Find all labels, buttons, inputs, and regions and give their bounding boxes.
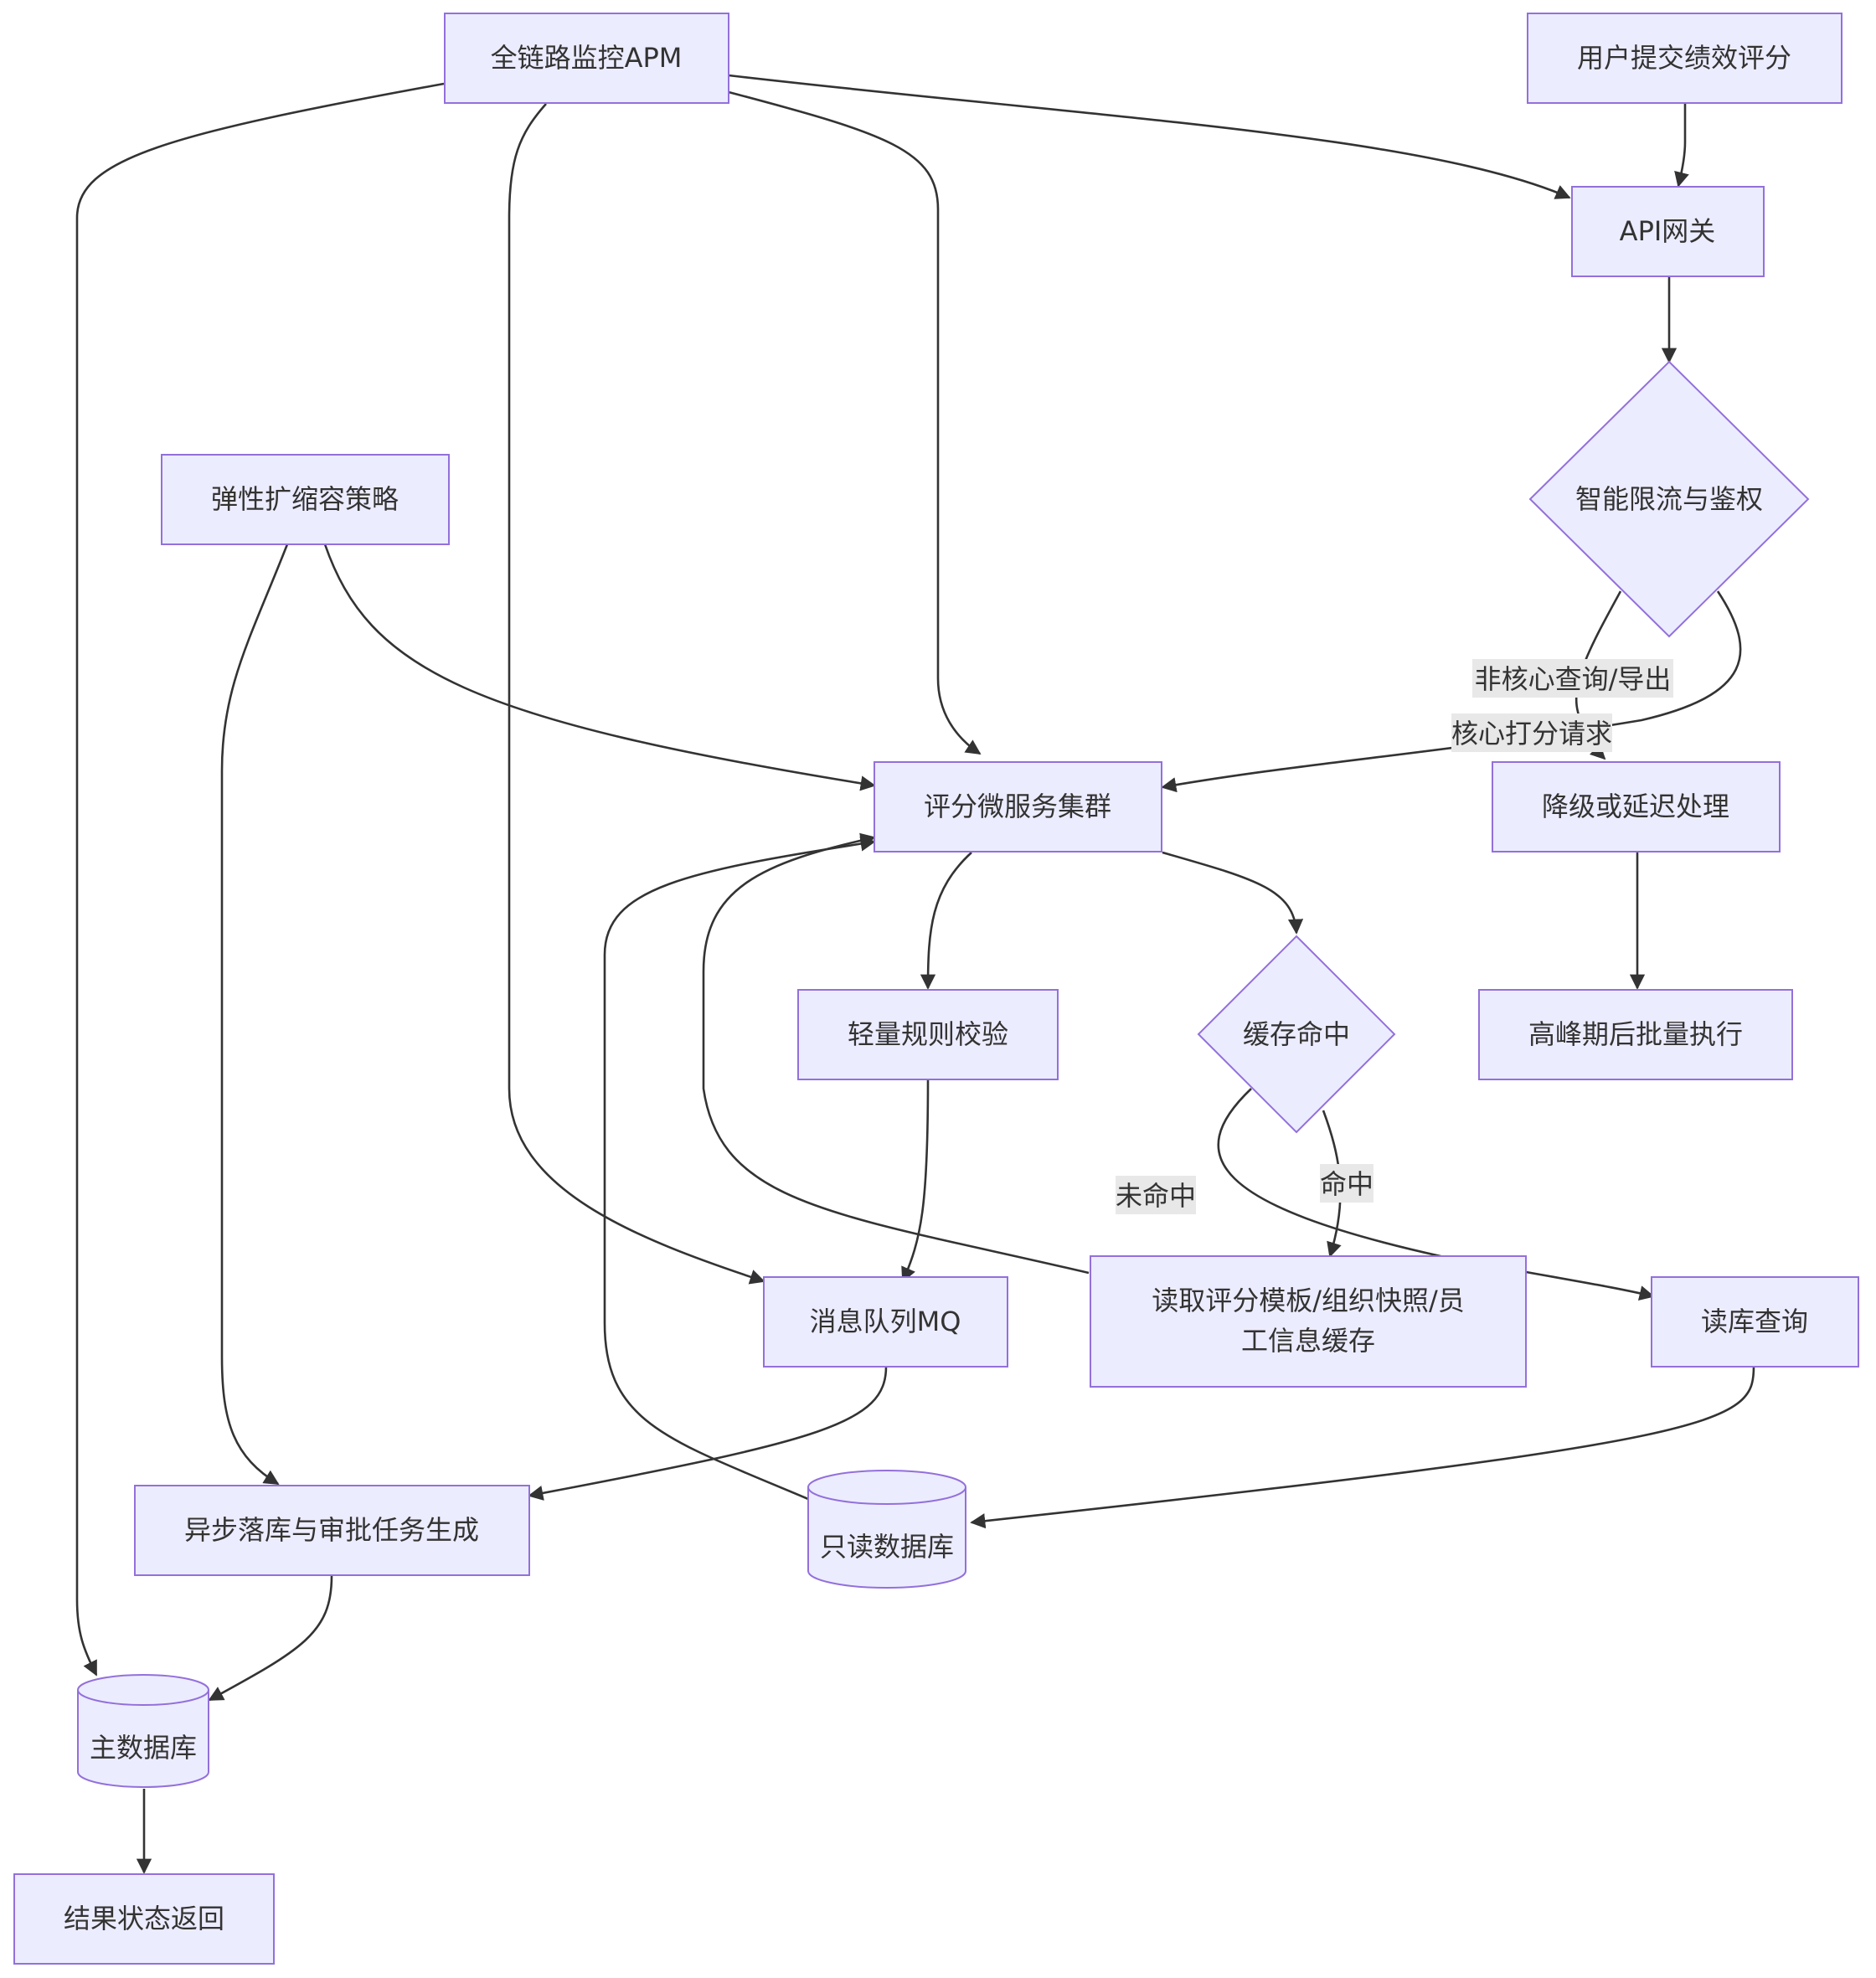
node-mq[interactable]: 消息队列MQ [763,1276,1008,1368]
edge-cluster-to-rules [920,852,972,990]
edges [75,74,1755,1874]
nodes: 全链路监控APM 用户提交绩效评分 API网关 智能限流与鉴权 弹性扩缩容策略 … [13,13,1859,1965]
edge-mq-to-async [528,1366,888,1501]
edge-label-miss-text: 未命中 [1116,1180,1196,1212]
node-main-db[interactable]: 主数据库 [77,1674,209,1788]
node-apm[interactable]: 全链路监控APM [444,13,729,104]
node-degrade-label: 降级或延迟处理 [1542,791,1729,822]
node-light-rules[interactable]: 轻量规则校验 [797,989,1059,1080]
node-async-persist-label: 异步落库与审批任务生成 [184,1514,479,1546]
edge-async-to-maindb [208,1575,333,1702]
edge-label-miss: 未命中 [1116,1176,1196,1214]
node-readonly-db[interactable]: 只读数据库 [807,1470,966,1589]
edge-label-non-core-text: 非核心查询/导出 [1475,663,1672,695]
edge-apm-to-mq [508,103,765,1285]
edge-autoscale-to-cluster [323,543,876,791]
node-degrade[interactable]: 降级或延迟处理 [1492,761,1781,852]
edge-readquery-to-readonlydb [970,1366,1755,1529]
node-mq-label: 消息队列MQ [810,1306,961,1337]
node-result-return[interactable]: 结果状态返回 [13,1873,275,1965]
node-cache-hit[interactable]: 缓存命中 [1197,935,1396,1134]
edge-apm-to-maindb [75,82,445,1677]
node-read-cache-label-line2: 工信息缓存 [1241,1325,1375,1357]
edge-user-to-gateway [1674,104,1689,188]
edge-readcache-to-cluster [702,832,1090,1275]
node-read-cache[interactable]: 读取评分模板/组织快照/员 工信息缓存 [1090,1255,1527,1388]
edge-readonlydb-to-cluster [603,836,876,1501]
edge-label-core: 核心打分请求 [1451,713,1612,752]
node-gateway-label: API网关 [1620,215,1716,247]
node-batch-after-peak[interactable]: 高峰期后批量执行 [1478,989,1793,1080]
edge-label-hit-text: 命中 [1320,1168,1374,1200]
edge-labels: 非核心查询/导出 核心打分请求 未命中 命中 [1116,659,1673,1214]
edge-apm-to-gateway [728,74,1571,199]
node-rate-limit-label: 智能限流与鉴权 [1575,483,1763,515]
node-light-rules-label: 轻量规则校验 [848,1018,1008,1050]
edge-autoscale-to-async [220,543,289,1486]
node-user-submit[interactable]: 用户提交绩效评分 [1527,13,1842,104]
edge-label-hit: 命中 [1320,1164,1374,1203]
node-read-replica-query[interactable]: 读库查询 [1651,1276,1859,1368]
node-rate-limit[interactable]: 智能限流与鉴权 [1528,360,1810,638]
node-cache-hit-label: 缓存命中 [1243,1018,1350,1050]
edge-rules-to-mq [901,1079,930,1283]
node-user-submit-label: 用户提交绩效评分 [1577,42,1791,74]
edge-cluster-to-cachehit [1162,851,1304,935]
node-main-db-label: 主数据库 [90,1732,197,1764]
node-readonly-db-label: 只读数据库 [820,1531,954,1563]
node-scoring-cluster[interactable]: 评分微服务集群 [874,761,1162,852]
edge-cachehit-to-readquery [1217,1088,1655,1301]
edge-label-core-text: 核心打分请求 [1451,718,1612,749]
node-autoscale[interactable]: 弹性扩缩容策略 [161,454,450,545]
node-read-replica-query-label: 读库查询 [1701,1306,1808,1337]
node-gateway[interactable]: API网关 [1571,186,1765,277]
edge-label-non-core: 非核心查询/导出 [1472,659,1673,698]
node-batch-after-peak-label: 高峰期后批量执行 [1528,1018,1743,1050]
node-async-persist[interactable]: 异步落库与审批任务生成 [134,1485,530,1576]
node-scoring-cluster-label: 评分微服务集群 [924,791,1111,822]
node-autoscale-label: 弹性扩缩容策略 [211,483,399,515]
node-result-return-label: 结果状态返回 [64,1903,224,1934]
node-read-cache-label-line1: 读取评分模板/组织快照/员 [1152,1285,1465,1316]
node-apm-label: 全链路监控APM [491,42,683,74]
edge-apm-to-cluster [728,90,982,755]
